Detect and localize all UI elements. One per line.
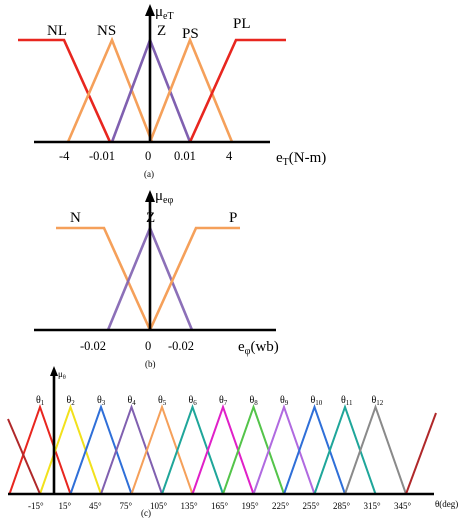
y-axis-arrow-c [50, 366, 58, 376]
panel-c-mf-labels: θ1 θ2 θ3 θ4 θ5 θ6 θ7 θ8 θ9 θ10 θ11 θ12 [36, 395, 384, 407]
mf-wrap-left [7, 418, 41, 495]
mf-theta-8 [222, 403, 285, 495]
tick-c-9: 225° [272, 501, 290, 511]
mf-theta-12 [344, 403, 407, 495]
mf-label-theta-7: θ7 [219, 395, 228, 407]
axis-label-c: θ(deg) [435, 499, 458, 509]
mf-label-theta-5: θ5 [158, 395, 167, 407]
y-axis-arrow-a [145, 4, 155, 16]
mf-label-nl: NL [47, 23, 67, 39]
mf-label-theta-3: θ3 [97, 395, 106, 407]
mf-theta-1 [8, 403, 72, 495]
axis-label-a: eT(N-m) [276, 150, 326, 168]
y-axis-arrow-b [145, 190, 155, 202]
mf-pl [188, 38, 286, 143]
mf-label-pl: PL [233, 16, 251, 32]
mf-label-n: N [70, 210, 81, 226]
tick-c-10: 255° [303, 501, 321, 511]
panel-c-mfs [7, 403, 437, 495]
mf-label-theta-8: θ8 [250, 395, 259, 407]
axis-label-b: eφ(wb) [238, 339, 279, 357]
mf-label-theta-10: θ10 [311, 395, 323, 407]
mf-wrap-right [405, 412, 437, 495]
mf-n [56, 226, 152, 331]
mu-label-b: μeφ [155, 188, 173, 206]
tick-c-6: 135° [181, 501, 199, 511]
mf-nl [18, 38, 112, 143]
mf-p [148, 226, 240, 331]
mf-label-theta-12: θ12 [372, 395, 384, 407]
tick-b-2: 0 [145, 339, 151, 353]
tick-c-11: 285° [333, 501, 351, 511]
caption-a: (a) [144, 169, 154, 179]
tick-c-7: 165° [211, 501, 229, 511]
mf-label-ns: NS [97, 23, 116, 39]
tick-b-3: -0.02 [168, 339, 194, 353]
mf-label-p: P [229, 210, 237, 226]
mf-label-theta-2: θ2 [67, 395, 76, 407]
tick-a-1: -4 [59, 149, 70, 163]
tick-a-2: -0.01 [89, 149, 115, 163]
tick-c-12: 315° [364, 501, 382, 511]
mf-label-theta-4: θ4 [128, 395, 137, 407]
caption-c: (c) [141, 508, 151, 518]
mf-theta-11 [313, 403, 377, 495]
mf-theta-4 [100, 403, 163, 495]
mf-ps [148, 36, 234, 143]
panel-b: μeφ N Z P -0.02 0 -0.02 eφ(wb) (b) [34, 188, 279, 369]
mf-theta-5 [130, 403, 194, 495]
panel-c-ticks: -15° 15° 45° 75° 105° 135° 165° 195° 225° 255° 285… [28, 501, 412, 511]
mf-label-z: Z [157, 23, 166, 39]
mf-ns [66, 36, 154, 143]
tick-c-2: 15° [59, 501, 72, 511]
tick-a-4: 0.01 [174, 149, 196, 163]
mf-label-z-b: Z [146, 210, 155, 226]
mf-label-theta-11: θ11 [341, 395, 353, 407]
mu-label-a: μeT [155, 4, 174, 22]
mf-theta-6 [161, 403, 224, 495]
mu-label-c: μθ [58, 369, 66, 381]
panel-a: μeT NL NS Z PS PL -4 -0.01 0 0.01 4 eT(N… [18, 4, 326, 179]
tick-c-13: 345° [394, 501, 412, 511]
mf-theta-3 [69, 403, 133, 495]
mf-label-theta-1: θ1 [36, 395, 45, 407]
tick-b-1: -0.02 [80, 339, 106, 353]
mf-theta-10 [283, 403, 346, 495]
mf-label-ps: PS [182, 26, 199, 42]
tick-c-3: 45° [89, 501, 102, 511]
tick-a-3: 0 [145, 149, 151, 163]
caption-b: (b) [145, 359, 156, 369]
mf-label-theta-6: θ6 [189, 395, 198, 407]
mf-theta-2 [39, 403, 102, 495]
tick-a-5: 4 [226, 149, 233, 163]
mf-label-theta-9: θ9 [280, 395, 289, 407]
mf-theta-9 [252, 403, 316, 495]
tick-c-4: 75° [120, 501, 133, 511]
panel-c: μθ θ1 θ2 θ3 θ4 θ5 θ6 θ7 θ8 θ9 θ10 θ11 θ12 -15° 15° 45… [7, 366, 458, 518]
mf-theta-7 [191, 403, 255, 495]
tick-c-5: 105° [150, 501, 168, 511]
tick-c-8: 195° [242, 501, 260, 511]
tick-c-1: -15° [28, 501, 44, 511]
